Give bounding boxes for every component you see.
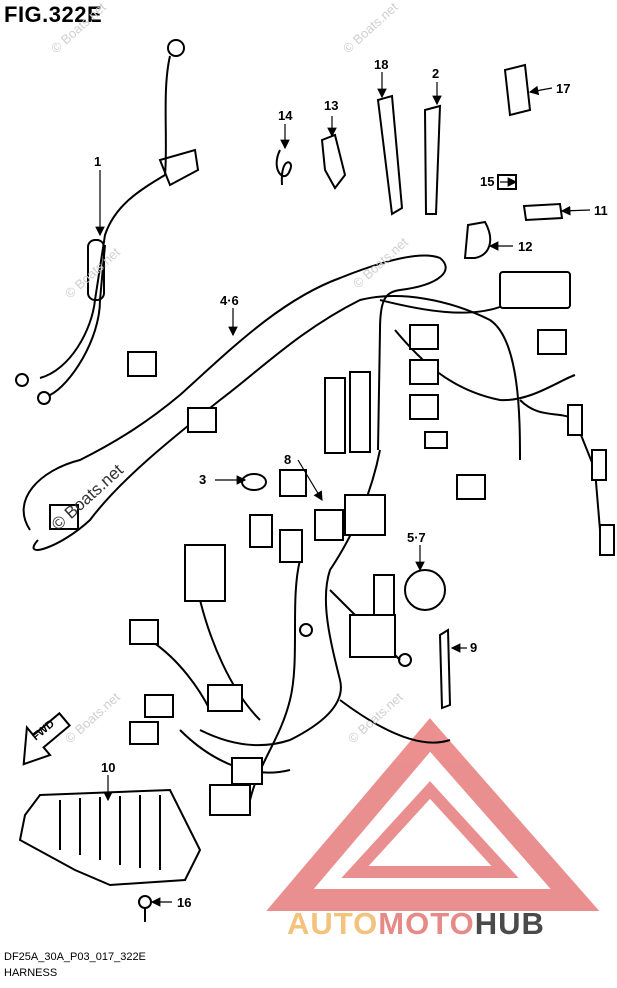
- callout-11: 11: [594, 203, 608, 218]
- callout-14: 14: [278, 108, 293, 123]
- callout-3: 3: [199, 472, 207, 487]
- callout-17: 17: [556, 81, 571, 96]
- small-parts: [138, 63, 564, 922]
- fwd-direction-arrow: [22, 711, 72, 766]
- callout-1: 1: [94, 154, 102, 169]
- automotohub-logo-mark: [266, 718, 600, 911]
- brand-part-moto: MOTO: [378, 906, 475, 941]
- automotohub-wordmark: AUTOMOTOHUB: [287, 906, 545, 942]
- callout-2: 2: [432, 66, 440, 81]
- callout-4-6: 4·6: [220, 293, 239, 308]
- callout-leaders: [95, 72, 591, 907]
- callout-9: 9: [470, 640, 478, 655]
- callout-15: 15: [480, 174, 495, 189]
- diagram-code: DF25A_30A_P03_017_322E: [4, 951, 146, 963]
- harness-connectors: [49, 271, 615, 816]
- brand-part-hub: HUB: [474, 906, 545, 941]
- diagram-name: HARNESS: [4, 967, 58, 979]
- callout-13: 13: [324, 98, 339, 113]
- callout-8: 8: [284, 452, 292, 467]
- callout-12: 12: [518, 239, 533, 254]
- callout-10: 10: [101, 760, 116, 775]
- callout-18: 18: [374, 57, 389, 72]
- harness-cover-part: [18, 788, 202, 887]
- callout-5-7: 5·7: [407, 530, 426, 545]
- callout-16: 16: [177, 895, 192, 910]
- battery-cable-part: [15, 39, 200, 405]
- figure-title: FIG.322E: [4, 2, 103, 27]
- brand-part-auto: AUTO: [287, 906, 379, 941]
- main-harness: [22, 254, 601, 801]
